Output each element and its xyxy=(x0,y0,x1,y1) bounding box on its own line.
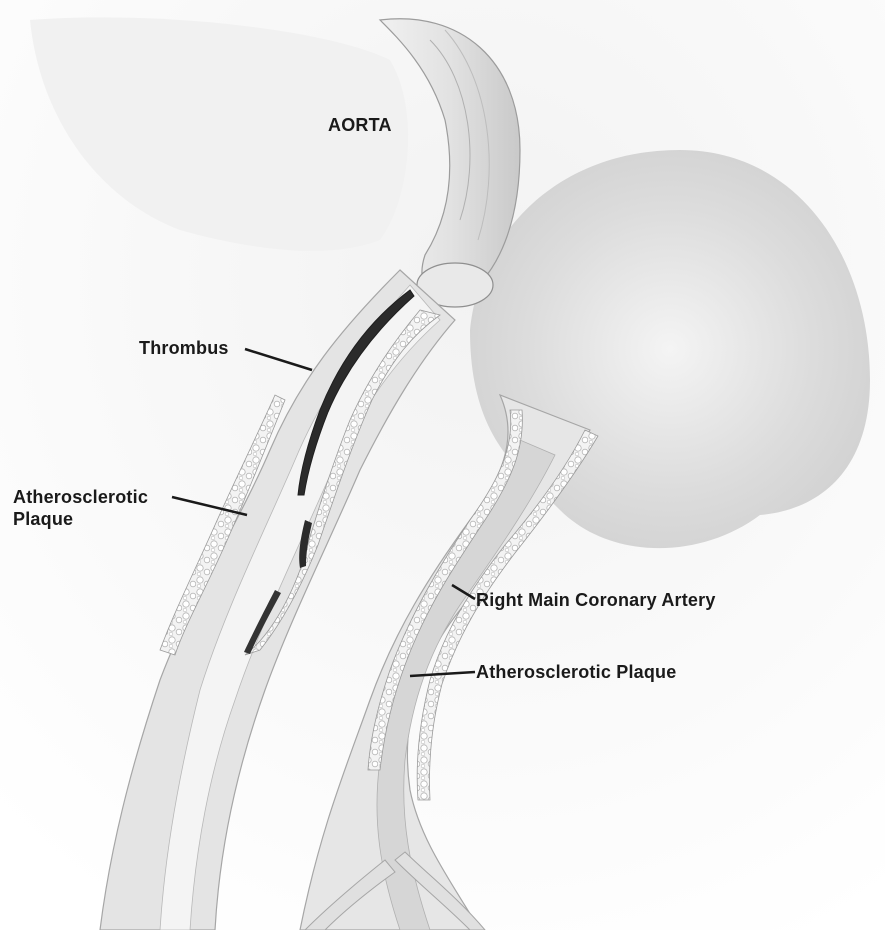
label-atherosclerotic-plaque-right: Atherosclerotic Plaque xyxy=(476,661,676,683)
label-aorta: AORTA xyxy=(328,114,392,136)
label-plaque-left-line1: Atherosclerotic xyxy=(13,486,148,508)
label-plaque-left-line2: Plaque xyxy=(13,508,148,530)
label-thrombus: Thrombus xyxy=(139,337,229,359)
label-atherosclerotic-plaque-left: Atherosclerotic Plaque xyxy=(13,486,148,530)
label-right-main-coronary-artery: Right Main Coronary Artery xyxy=(476,589,716,611)
